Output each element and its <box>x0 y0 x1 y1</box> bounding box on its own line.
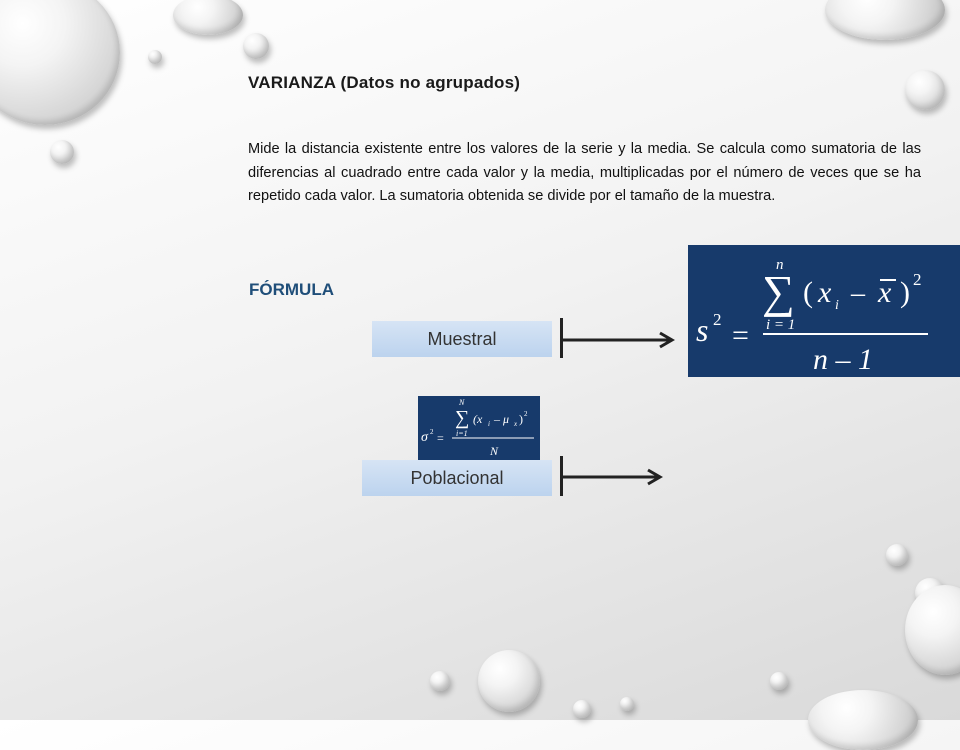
formula-lhs: s <box>696 312 708 348</box>
water-drop-decoration <box>886 544 908 566</box>
formula-close-paren: ) <box>900 276 910 309</box>
formula-xi: x <box>817 276 832 309</box>
muestral-formula: n ∑ i = 1 ( x i – x ) 2 s 2 = n – 1 <box>688 245 960 377</box>
pop-sub-i: i <box>488 420 490 428</box>
water-drop-decoration <box>173 0 243 35</box>
sigma-icon: ∑ <box>762 266 795 317</box>
poblacional-formula: N ∑ i=1 (x i – μ x ) 2 σ 2 = N <box>418 396 540 460</box>
muestral-button[interactable]: Muestral <box>372 321 552 357</box>
formula-denominator: n – 1 <box>813 343 873 376</box>
pop-equals: = <box>437 431 444 445</box>
pop-numerator: (x <box>473 412 483 426</box>
poblacional-label: Poblacional <box>410 467 504 488</box>
water-drop-decoration <box>770 672 788 690</box>
poblacional-button[interactable]: Poblacional <box>362 460 552 496</box>
pop-lhs: σ <box>421 430 429 445</box>
formula-sub-i: i <box>835 298 839 313</box>
pop-denominator: N <box>489 444 499 458</box>
pop-sum-upper: N <box>458 398 465 407</box>
formula-lhs-exp: 2 <box>713 310 722 329</box>
water-drop-decoration <box>808 690 918 750</box>
water-drop-decoration <box>430 671 450 691</box>
muestral-arrow-icon <box>560 331 675 349</box>
description-paragraph: Mide la distancia existente entre los va… <box>248 141 921 204</box>
pop-sum-lower: i=1 <box>456 429 468 438</box>
water-drop-decoration <box>825 0 945 40</box>
water-drop-decoration <box>620 697 634 711</box>
pop-sigma-icon: ∑ <box>455 407 469 429</box>
formula-minus: – <box>850 278 866 309</box>
pop-sub-x: x <box>513 420 518 428</box>
poblacional-arrow-icon <box>560 468 663 486</box>
formula-open-paren: ( <box>803 276 813 309</box>
water-drop-decoration <box>573 700 591 718</box>
water-drop-decoration <box>0 0 120 125</box>
pop-lhs-exp: 2 <box>430 428 434 436</box>
muestral-bracket <box>560 318 563 358</box>
water-drop-decoration <box>905 585 960 675</box>
page-title: VARIANZA (Datos no agrupados) <box>248 73 520 93</box>
muestral-label: Muestral <box>427 328 497 349</box>
pop-minus-mu: – μ <box>493 412 509 426</box>
pop-close: ) <box>519 412 523 426</box>
title-sub: (Datos no agrupados) <box>340 73 521 92</box>
water-drop-decoration <box>243 33 269 59</box>
water-drop-decoration <box>148 50 162 64</box>
title-main: VARIANZA <box>248 73 336 92</box>
water-drop-decoration <box>905 70 945 110</box>
formula-xbar: x <box>877 276 892 309</box>
formula-label: FÓRMULA <box>249 280 334 299</box>
formula-equals: = <box>732 319 749 352</box>
water-drop-decoration <box>478 650 540 712</box>
pop-exp: 2 <box>524 410 528 418</box>
formula-sum-lower: i = 1 <box>766 317 795 333</box>
water-drop-decoration <box>50 140 74 164</box>
formula-sum-upper: n <box>776 257 784 273</box>
formula-exp: 2 <box>913 270 922 289</box>
